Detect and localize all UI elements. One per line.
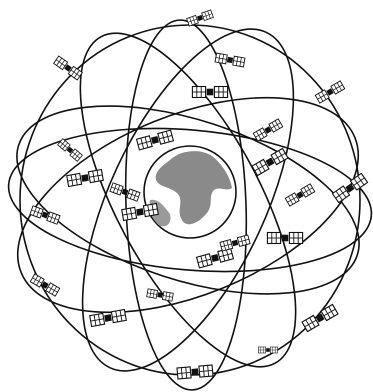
satellite-icon	[177, 365, 213, 379]
satellite-icon	[192, 87, 227, 98]
satellite-icon	[215, 53, 245, 67]
satellite-icon	[302, 304, 338, 331]
satellite-icon	[285, 184, 314, 206]
satellite-icon	[137, 130, 174, 150]
satellite-icon	[258, 347, 277, 353]
satellite-icon	[197, 248, 234, 268]
satellite-icon	[267, 233, 302, 244]
satellite-icon	[67, 170, 104, 187]
satellite-icon	[58, 139, 83, 162]
earth-globe-icon	[144, 146, 236, 238]
satellite-icon	[253, 119, 282, 141]
satellite-icon	[187, 10, 214, 26]
